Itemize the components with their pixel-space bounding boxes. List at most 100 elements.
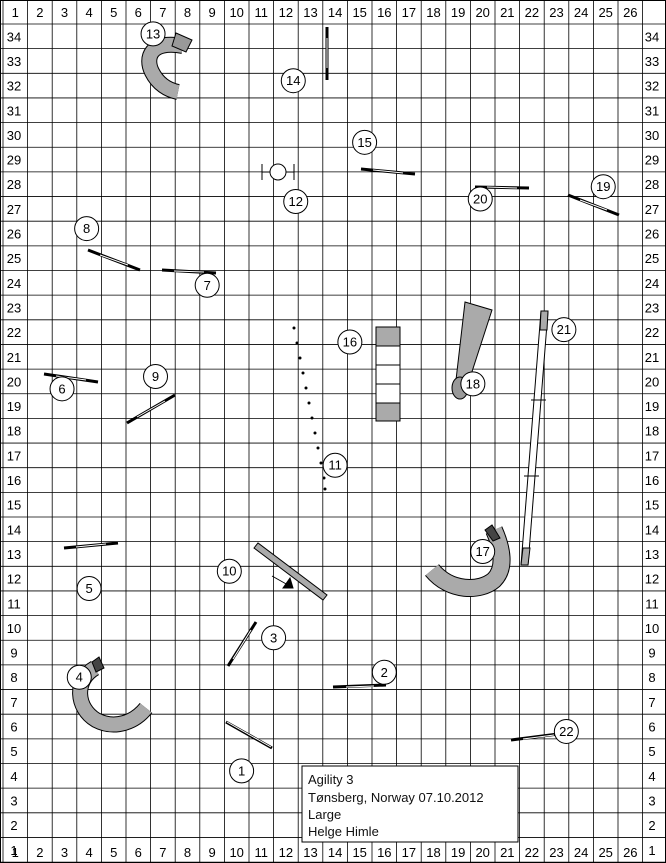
column-label-top: 11 — [255, 5, 269, 20]
column-label-top: 10 — [229, 5, 243, 20]
obstacle-marker-21 — [551, 317, 577, 343]
obstacle-number-20: 20 — [473, 192, 487, 207]
obstacle-number-4: 4 — [76, 670, 83, 685]
row-label-left: 26 — [7, 227, 21, 242]
column-label-bottom: 15 — [352, 845, 366, 860]
row-label-left: 34 — [7, 29, 21, 44]
row-label-right: 20 — [645, 374, 659, 389]
column-label-top: 8 — [184, 5, 191, 20]
column-label-top: 17 — [402, 5, 416, 20]
row-label-left: 1 — [10, 843, 17, 858]
tire-12 — [261, 163, 295, 181]
obstacle-number-15: 15 — [357, 135, 371, 150]
row-label-right: 27 — [645, 202, 659, 217]
row-label-left: 17 — [7, 448, 21, 463]
obstacle-marker-22 — [553, 718, 579, 744]
row-label-left: 11 — [7, 596, 21, 611]
row-label-left: 8 — [10, 670, 17, 685]
row-label-right: 6 — [648, 720, 655, 735]
wall-16 — [375, 326, 401, 422]
info-box-frame — [301, 765, 519, 843]
row-label-left: 23 — [7, 300, 21, 315]
row-label-left: 9 — [10, 646, 17, 661]
row-label-left: 5 — [10, 744, 17, 759]
column-label-bottom: 2 — [36, 845, 43, 860]
obstacle-marker-16 — [337, 329, 363, 355]
row-label-right: 5 — [648, 744, 655, 759]
obstacle-marker-8 — [74, 216, 100, 242]
obstacle-marker-2 — [371, 659, 397, 685]
row-label-left: 33 — [7, 54, 21, 69]
column-label-bottom: 26 — [623, 845, 637, 860]
course-class: Large — [308, 807, 341, 822]
obstacle-marker-12 — [283, 188, 309, 214]
row-label-left: 6 — [10, 720, 17, 735]
row-label-left: 28 — [7, 177, 21, 192]
column-label-bottom: 25 — [598, 845, 612, 860]
course-info-box: Agility 3 Tønsberg, Norway 07.10.2012 La… — [301, 765, 519, 843]
column-label-top: 6 — [135, 5, 142, 20]
column-label-top: 1 — [12, 5, 19, 20]
obstacle-marker-6 — [49, 376, 75, 402]
obstacle-marker-5 — [76, 575, 102, 601]
column-label-bottom: 8 — [184, 845, 191, 860]
column-label-bottom: 6 — [135, 845, 142, 860]
row-label-right: 15 — [645, 498, 659, 513]
column-label-bottom: 21 — [500, 845, 514, 860]
row-label-right: 3 — [648, 793, 655, 808]
row-label-left: 25 — [7, 251, 21, 266]
row-label-left: 21 — [7, 350, 21, 365]
obstacle-marker-18 — [460, 371, 486, 397]
row-label-right: 29 — [645, 153, 659, 168]
column-label-top: 2 — [36, 5, 43, 20]
row-label-left: 32 — [7, 79, 21, 94]
obstacle-marker-4 — [66, 664, 92, 690]
column-label-bottom: 20 — [475, 845, 489, 860]
obstacle-number-6: 6 — [58, 381, 65, 396]
course-location-date: Tønsberg, Norway 07.10.2012 — [308, 790, 484, 805]
jump-5 — [63, 541, 119, 550]
tunnel-17-fill — [425, 526, 510, 597]
obstacle-marker-15 — [352, 129, 378, 155]
row-label-right: 13 — [645, 547, 659, 562]
obstacle-number-16: 16 — [343, 334, 357, 349]
obstacle-number-10: 10 — [222, 564, 236, 579]
obstacle-number-3: 3 — [270, 630, 277, 645]
row-label-left: 4 — [10, 769, 17, 784]
obstacle-number-11: 11 — [328, 458, 342, 473]
row-label-left: 2 — [10, 818, 17, 833]
row-label-left: 3 — [10, 793, 17, 808]
row-label-right: 10 — [645, 621, 659, 636]
weave-poles-11 — [292, 326, 327, 491]
column-label-top: 16 — [377, 5, 391, 20]
column-label-top: 24 — [574, 5, 588, 20]
jump-3 — [226, 621, 258, 667]
row-label-right: 11 — [645, 596, 659, 611]
obstacle-number-8: 8 — [83, 221, 90, 236]
obstacle-number-5: 5 — [85, 581, 92, 596]
dogwalk-21 — [520, 310, 549, 566]
row-label-right: 30 — [645, 128, 659, 143]
jump-15 — [360, 167, 416, 176]
column-label-bottom: 19 — [451, 845, 465, 860]
row-label-left: 22 — [7, 325, 21, 340]
column-label-bottom: 4 — [85, 845, 92, 860]
column-label-top: 21 — [500, 5, 514, 20]
row-label-left: 13 — [7, 547, 21, 562]
row-label-right: 4 — [648, 769, 655, 784]
row-label-right: 32 — [645, 79, 659, 94]
column-label-top: 9 — [208, 5, 215, 20]
row-label-right: 2 — [648, 818, 655, 833]
row-label-left: 24 — [7, 276, 21, 291]
row-label-right: 22 — [645, 325, 659, 340]
tunnel-4-mouth — [91, 656, 105, 673]
jump-8 — [87, 248, 141, 272]
obstacle-number-19: 19 — [596, 179, 610, 194]
column-label-bottom: 14 — [328, 845, 342, 860]
column-label-top: 25 — [598, 5, 612, 20]
column-label-top: 3 — [61, 5, 68, 20]
column-label-bottom: 7 — [159, 845, 166, 860]
column-label-top: 13 — [303, 5, 317, 20]
